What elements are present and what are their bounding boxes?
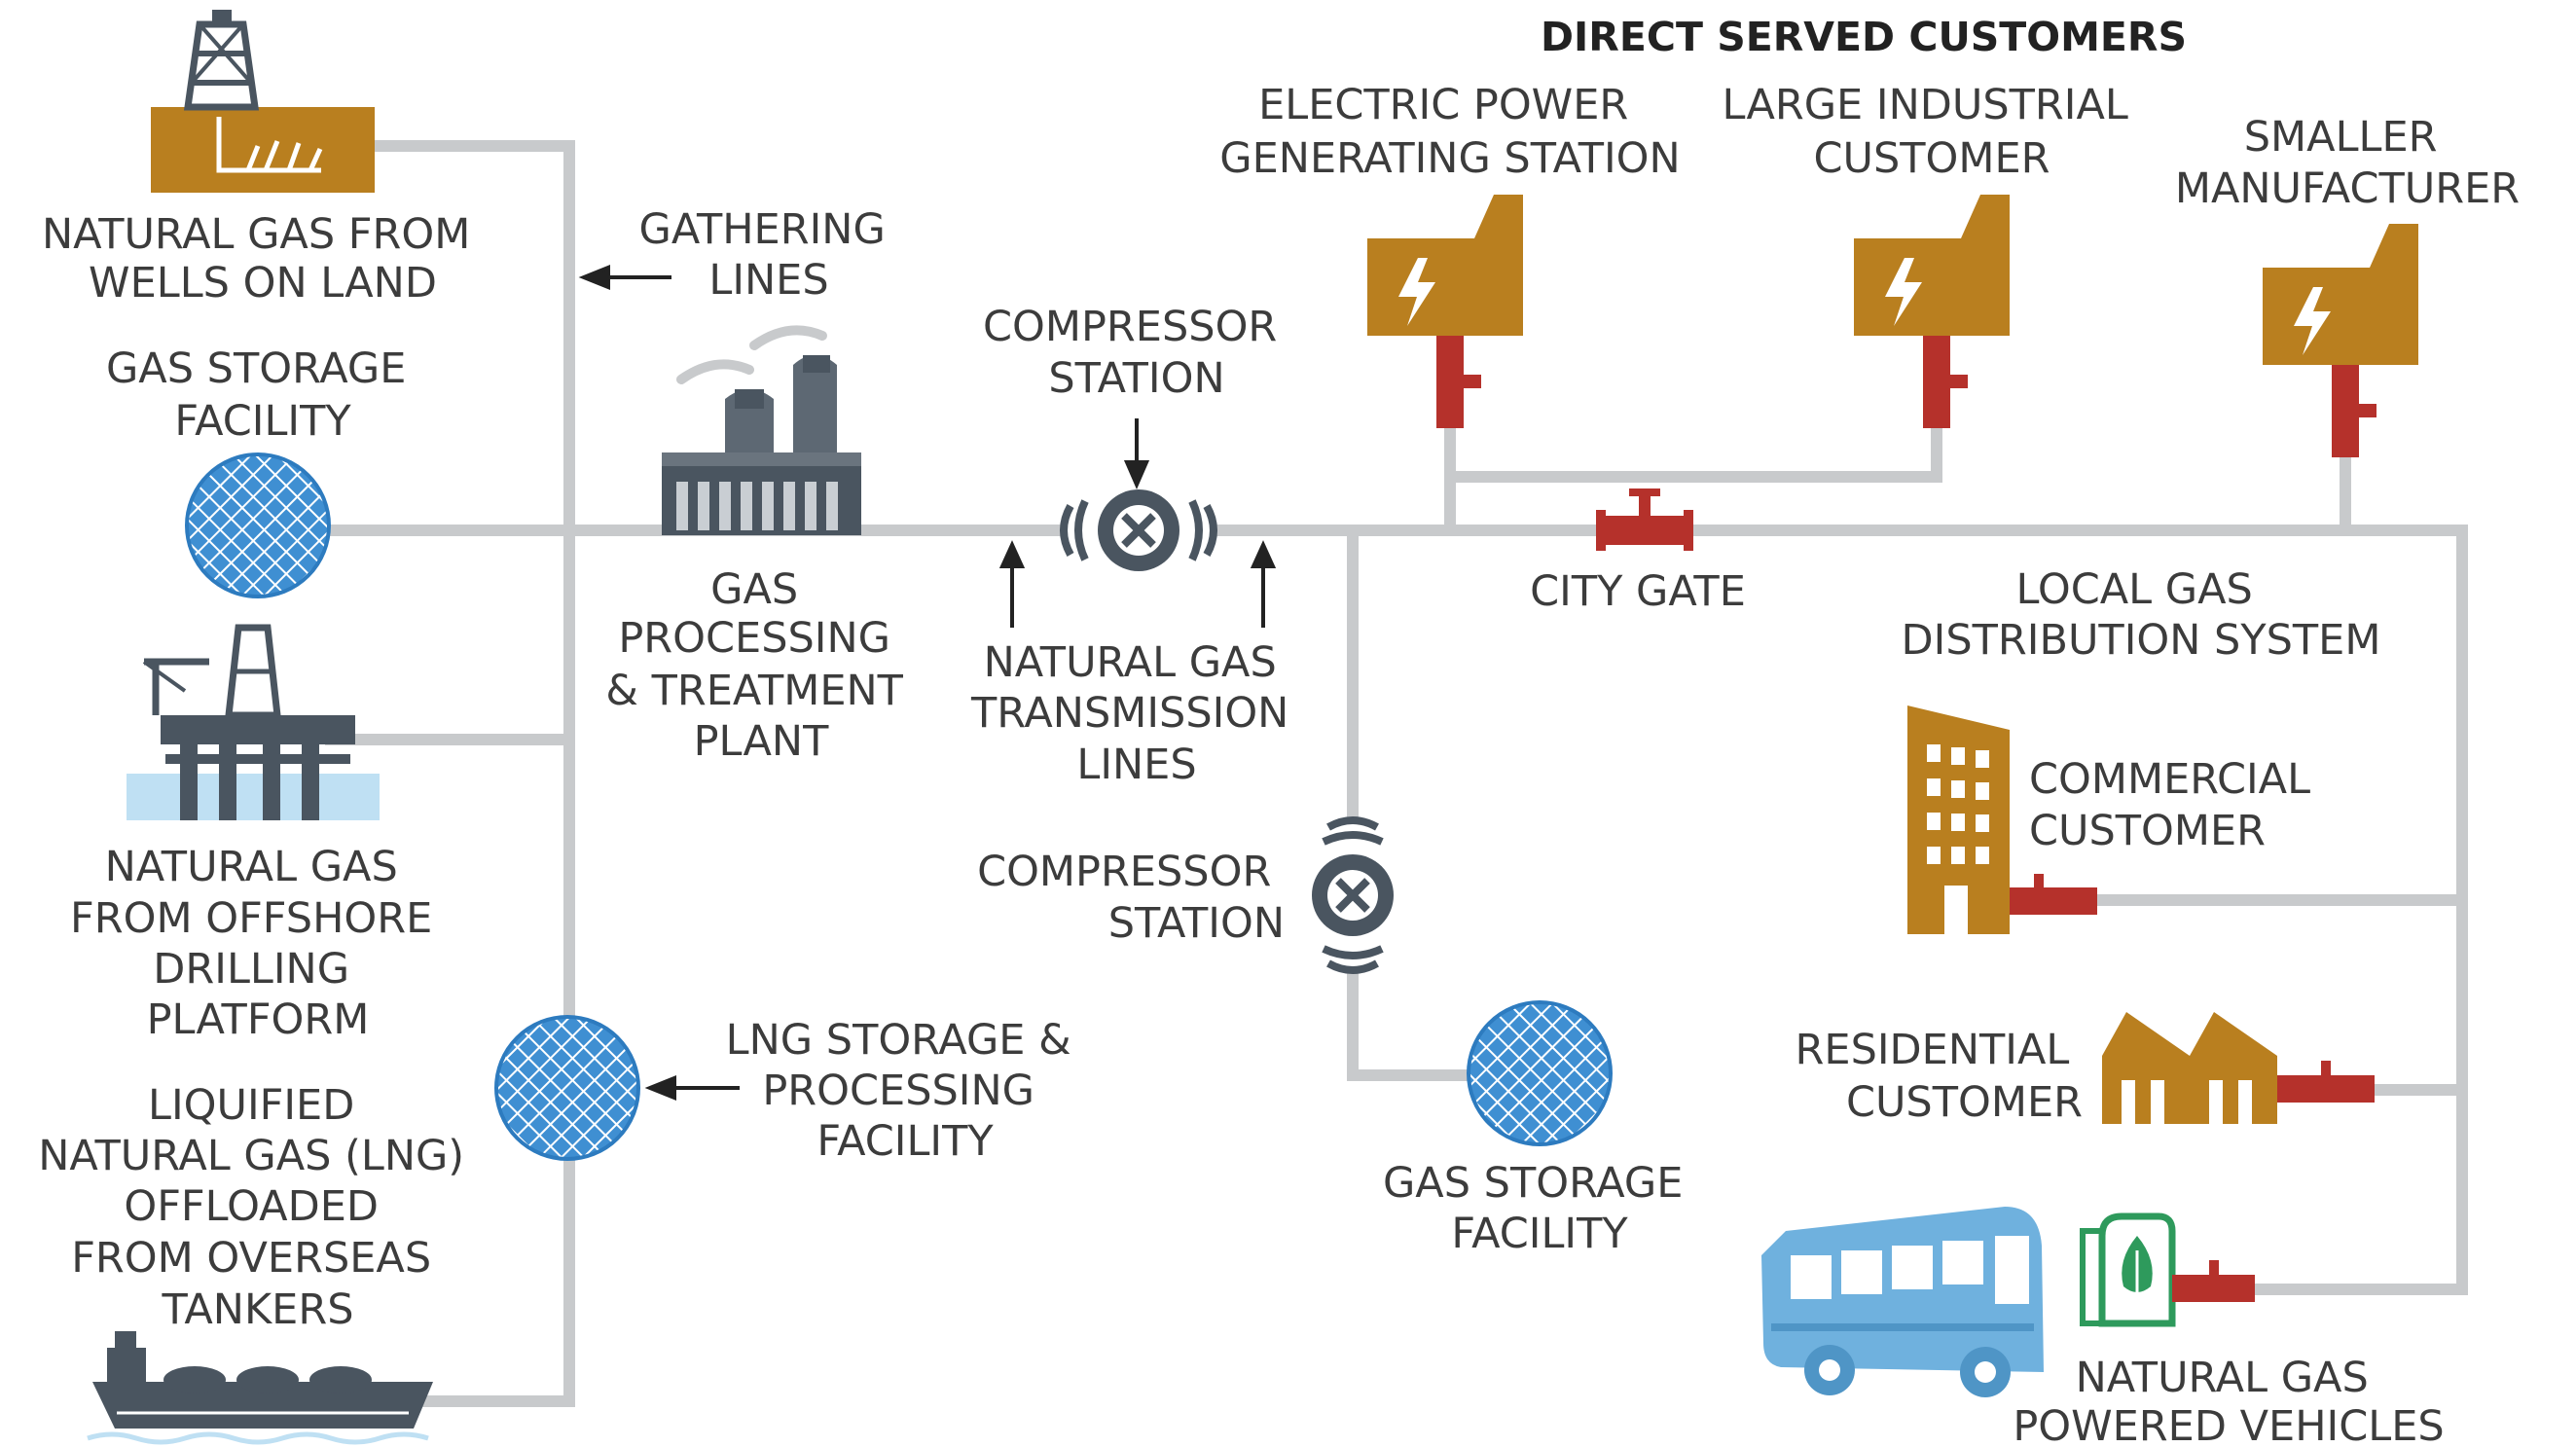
label-compressor-mid: COMPRESSOR STATION — [977, 848, 1285, 948]
drilling-rig-icon — [151, 10, 375, 193]
factory-icon — [1367, 195, 1523, 428]
label-transmission-lines: NATURAL GAS TRANSMISSION LINES — [970, 638, 1302, 789]
factory-icon — [1854, 195, 2010, 428]
compressor-icon — [1312, 816, 1394, 974]
processing-plant-icon — [662, 325, 861, 535]
label-offshore: NATURAL GAS FROM OFFSHORE DRILLING PLATF… — [70, 843, 446, 1044]
label-gas-storage-bottom: GAS STORAGE FACILITY — [1383, 1159, 1696, 1258]
house-icon — [2102, 1012, 2375, 1124]
diagram-title: DIRECT SERVED CUSTOMERS — [1541, 14, 2187, 60]
lng-storage-sphere-icon — [494, 1015, 640, 1161]
label-local-distribution: LOCAL GAS DISTRIBUTION SYSTEM — [1902, 565, 2381, 665]
gas-storage-sphere-icon — [185, 452, 331, 598]
offshore-platform-icon — [127, 624, 380, 820]
label-lng-storage: LNG STORAGE & PROCESSING FACILITY — [726, 1016, 1085, 1166]
label-smaller-manufacturer: SMALLER MANUFACTURER — [2175, 113, 2520, 213]
label-compressor-top: COMPRESSOR STATION — [983, 303, 1290, 403]
label-vehicles: NATURAL GAS POWERED VEHICLES — [2013, 1354, 2444, 1447]
pipelines — [325, 140, 2468, 1407]
label-electric-power: ELECTRIC POWER GENERATING STATION — [1219, 81, 1680, 183]
label-city-gate: CITY GATE — [1530, 567, 1746, 616]
label-residential: RESIDENTIAL CUSTOMER — [1796, 1026, 2083, 1127]
factory-icon — [2263, 224, 2418, 457]
label-gathering-lines: GATHERING LINES — [639, 205, 899, 305]
bus-icon — [1761, 1207, 2044, 1397]
office-building-icon — [1907, 705, 2097, 934]
label-large-industrial: LARGE INDUSTRIAL CUSTOMER — [1723, 81, 2142, 183]
compressor-icon — [1060, 489, 1217, 571]
city-gate-valve-icon — [1596, 488, 1693, 551]
flow-arrows — [578, 265, 1277, 1101]
label-processing-plant: GAS PROCESSING & TREATMENT PLANT — [605, 565, 916, 766]
label-commercial: COMMERCIAL CUSTOMER — [2029, 755, 2324, 855]
label-wells-land: NATURAL GAS FROM WELLS ON LAND — [42, 210, 484, 307]
lng-tanker-icon — [87, 1331, 433, 1445]
label-gas-storage-left: GAS STORAGE FACILITY — [106, 344, 419, 446]
fuel-pump-icon — [2080, 1212, 2255, 1327]
gas-storage-sphere-icon — [1467, 1000, 1613, 1146]
label-lng-offloaded: LIQUIFIED NATURAL GAS (LNG) OFFLOADED FR… — [38, 1081, 478, 1334]
